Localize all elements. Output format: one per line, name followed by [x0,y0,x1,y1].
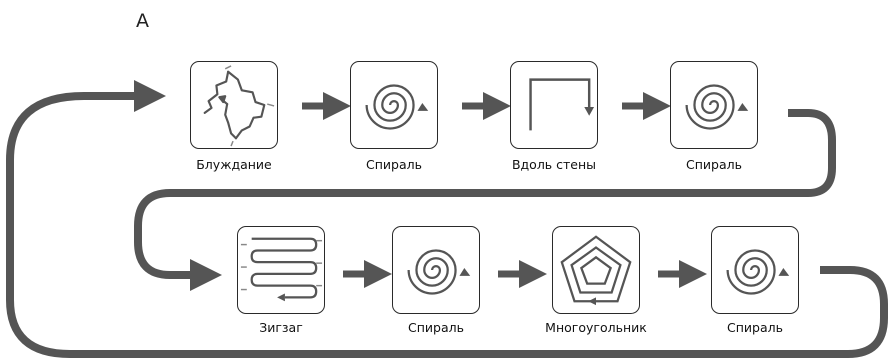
step-label: Многоугольник [545,320,647,335]
step-spiral [711,226,799,314]
step-label: Вдоль стены [511,157,597,172]
step-random-walk [190,61,278,149]
step-label: Зигзаг [259,320,303,335]
panel-label: A [136,10,149,32]
spiral-icon [407,249,471,295]
step-label: Спираль [408,320,464,335]
zigzag-icon [240,237,323,302]
random-walk-icon [203,65,275,147]
step-label: Спираль [366,157,422,172]
step-label: Блуждание [196,157,272,172]
step-label: Спираль [727,320,783,335]
wall-follow-icon [529,78,595,131]
step-polygon [552,226,640,314]
loop-back-connector [6,80,888,358]
step-label: Спираль [686,157,742,172]
step-wall-follow [510,61,598,149]
step-spiral [350,61,438,149]
polygon-icon [560,235,632,306]
spiral-icon [685,84,749,130]
flow-connector [134,109,836,291]
step-spiral [670,61,758,149]
spiral-icon [365,84,429,130]
step-spiral [392,226,480,314]
spiral-icon [726,249,790,295]
step-zigzag [237,226,325,314]
